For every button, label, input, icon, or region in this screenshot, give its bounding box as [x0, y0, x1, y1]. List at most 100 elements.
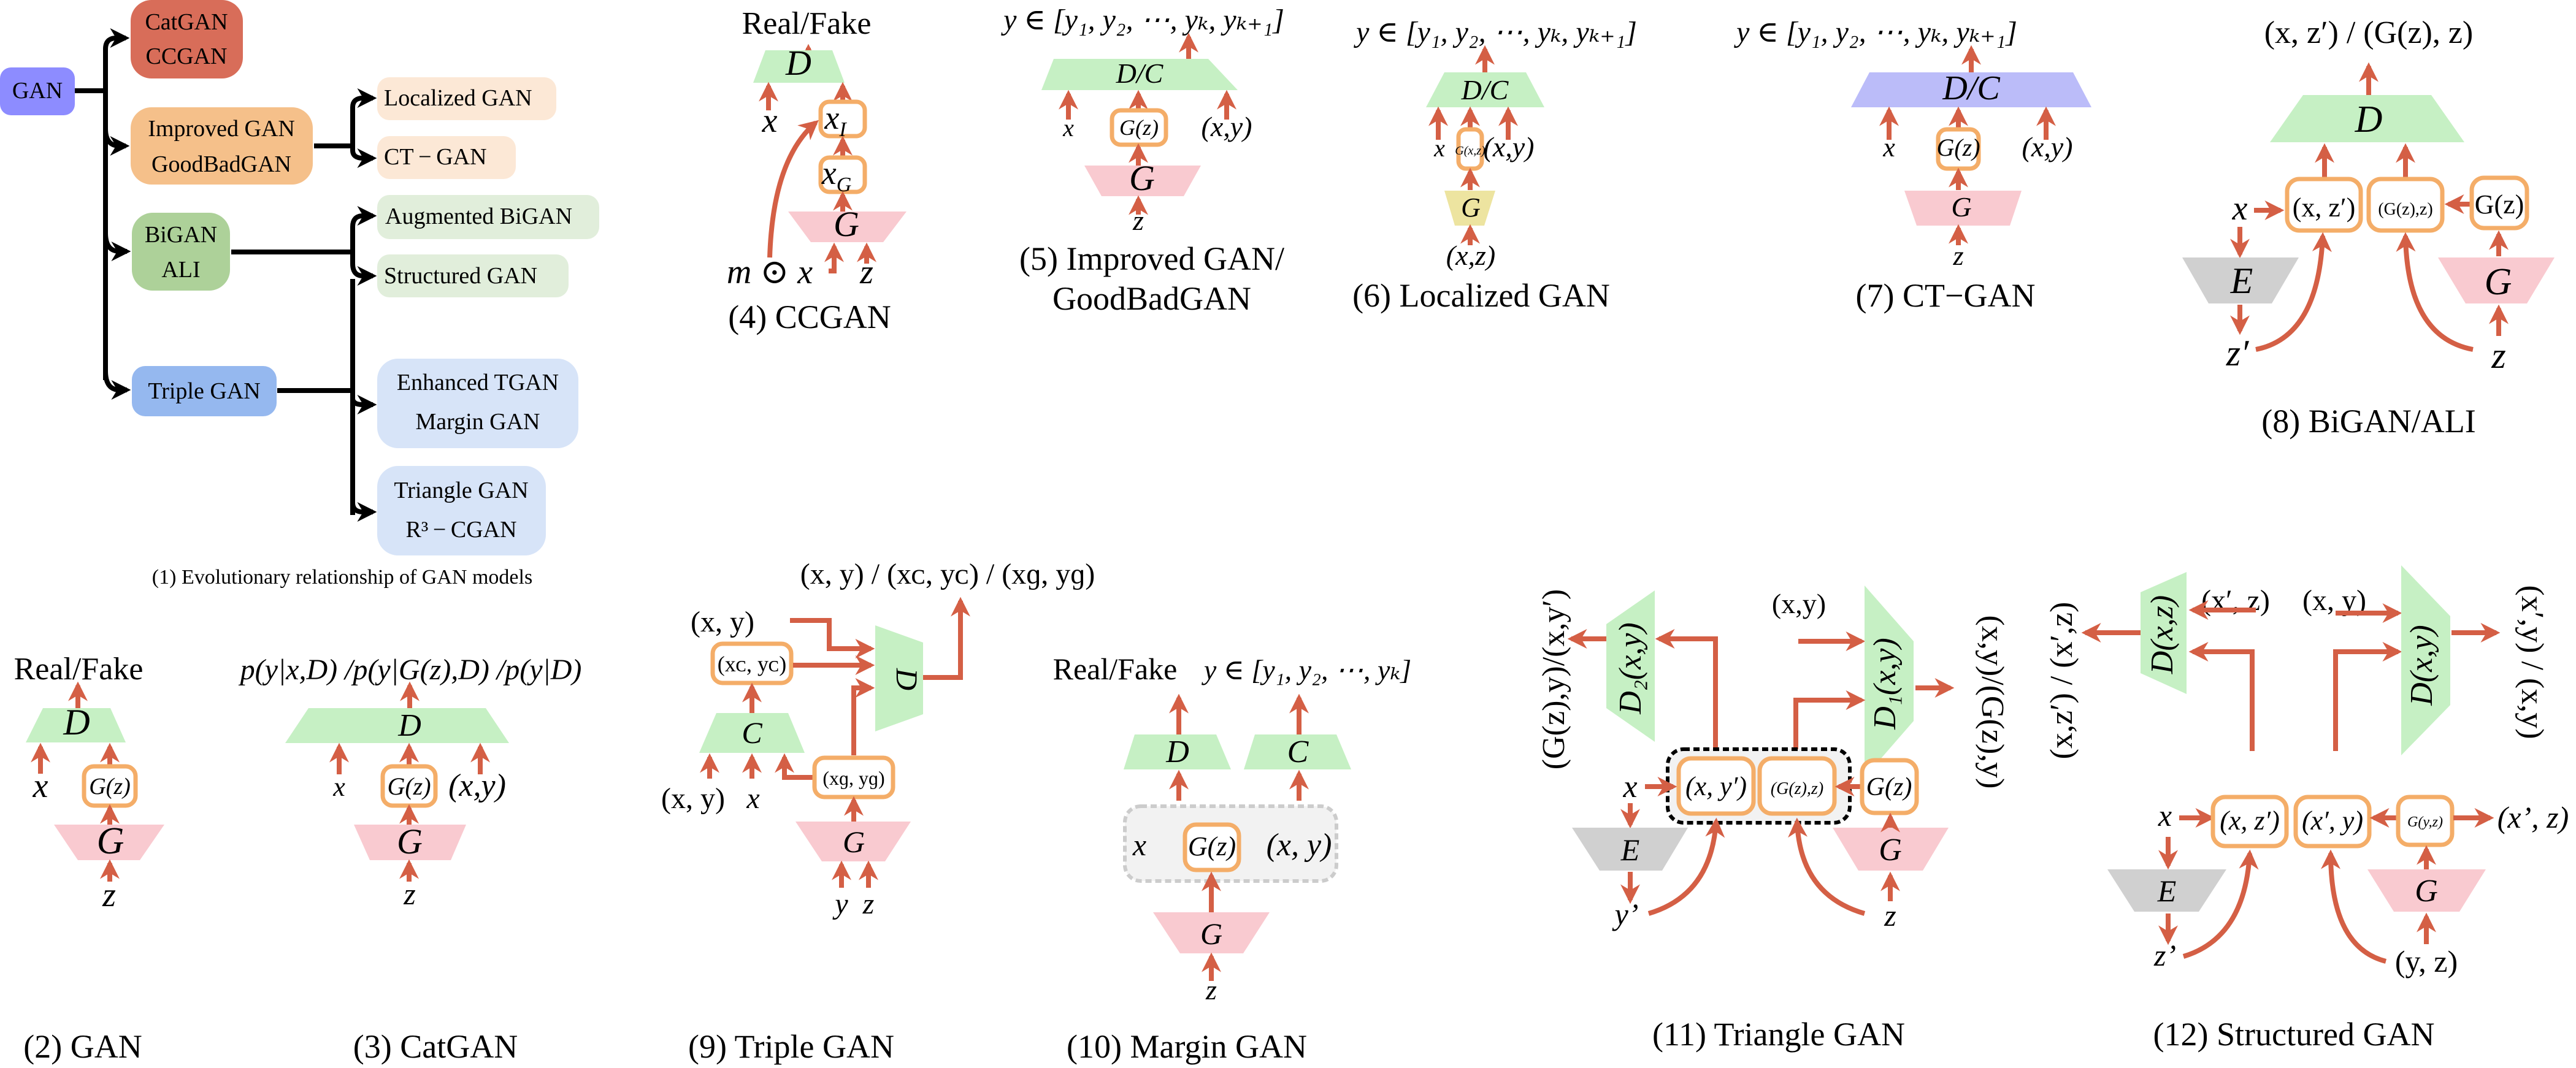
discriminator-label: D — [785, 43, 811, 83]
skip-arrow — [767, 120, 819, 258]
encoder-block — [2107, 869, 2226, 912]
input-x: x — [1882, 132, 1895, 162]
panel-caption: (9) Triple GAN — [688, 1028, 894, 1065]
tree-connector — [350, 146, 377, 168]
labeled-input: (x,y) — [1484, 131, 1535, 162]
discriminator-1-label: D₁(x,y) — [1868, 638, 1903, 730]
panel-gan: Real/Fake D x G(z) G z (2) GAN — [14, 652, 164, 1065]
tree-node-label: Improved GAN — [148, 116, 295, 142]
panel-caption: (10) Margin GAN — [1067, 1028, 1307, 1065]
input-x: x — [332, 772, 345, 802]
panel-bigan-ali: (x, z′) / (G(z), z) D x (x, z′) (G(z),z)… — [2182, 15, 2555, 440]
tree-node-triangle-gan[interactable]: Triangle GAN R³ − CGAN — [377, 466, 546, 555]
arrow — [2333, 642, 2402, 751]
output-label: Real/Fake — [14, 652, 144, 687]
tree-node-augmented-bigan[interactable]: Augmented BiGAN — [377, 195, 599, 239]
generator-block — [1904, 191, 2022, 226]
tree-connector — [350, 206, 377, 252]
generated-sample-label: G(z) — [2475, 189, 2524, 219]
tree-node-label: Enhanced TGAN — [397, 370, 559, 395]
classifier-label: C — [1287, 734, 1309, 769]
output-label: y ∈ [y₁, y₂, ⋯, yₖ] — [1202, 654, 1411, 685]
generator-block — [1153, 912, 1270, 953]
output-box-gz — [1183, 822, 1241, 872]
input-xz: (x,z) — [1446, 240, 1495, 271]
tree-connector — [103, 91, 131, 400]
generator-label: G — [2485, 261, 2512, 303]
encoder-label: E — [2157, 874, 2177, 908]
panel-caption: (8) BiGAN/ALI — [2261, 403, 2475, 440]
output-box-gzz — [1757, 756, 1837, 816]
panel-triangle-gan: (G(z),y)/(x,y′) D₂(x,y) (x,y) D₁(x,y) (x… — [1536, 585, 2010, 1053]
panel-structured-gan: (x,z′) / (x′,z) D(x,z) (x′, z) (x, y) D(… — [2044, 565, 2569, 1053]
input-z: z — [859, 253, 873, 291]
input-x: x — [1132, 828, 1146, 862]
panel-caption: (2) GAN — [23, 1028, 142, 1065]
tree-node-bigan[interactable]: BiGAN ALI — [132, 213, 230, 291]
labeled-input: (x, y) — [691, 606, 754, 638]
generator-block — [2438, 257, 2555, 303]
input-x: x — [2158, 798, 2172, 833]
generator-block — [1084, 166, 1201, 196]
input-x: x — [33, 767, 48, 805]
labeled-input: (x,y) — [2022, 131, 2073, 162]
discriminator-block — [1041, 59, 1238, 90]
generated-sample-label: G(z) — [1119, 115, 1159, 140]
discriminator-1-block — [1865, 585, 1914, 777]
evolution-tree: GAN CatGAN CCGAN Improved GAN GoodBadGAN… — [0, 0, 599, 589]
discriminator-label: D — [1165, 734, 1189, 769]
generator-block — [788, 212, 907, 242]
tree-node-gan[interactable]: GAN — [0, 67, 75, 115]
panel-caption: (5) Improved GAN/ — [1019, 240, 1284, 277]
tree-node-localized-gan[interactable]: Localized GAN — [377, 77, 556, 120]
panel-caption: (11) Triangle GAN — [1652, 1016, 1905, 1053]
generator-block — [795, 822, 911, 861]
fake-pair-label: (G(z),z) — [2378, 200, 2432, 219]
generator-label: G — [1200, 917, 1222, 951]
tree-node-triple-gan[interactable]: Triple GAN — [132, 366, 277, 416]
tree-node-improved-gan[interactable]: Improved GAN GoodBadGAN — [131, 107, 313, 185]
tree-node-enhanced-tgan[interactable]: Enhanced TGAN Margin GAN — [377, 359, 578, 448]
tree-node-label: GAN — [12, 78, 63, 104]
output-label: y ∈ [y₁, y₂, ⋯, yₖ, yₖ₊₁] — [1000, 4, 1284, 36]
arrow — [775, 753, 816, 780]
output-box-xzp — [2210, 795, 2289, 849]
xi-label: xI — [824, 99, 847, 141]
tree-node-label: Augmented BiGAN — [385, 204, 572, 229]
output-label: Real/Fake — [1053, 652, 1178, 686]
conditional-input: (y, z) — [2395, 944, 2458, 978]
arrow — [2255, 232, 2332, 352]
discriminator-label: D/C — [1942, 69, 2000, 107]
generator-block — [54, 825, 164, 860]
discriminator-xz-label: D(x,z) — [2145, 595, 2180, 675]
tree-node-ct-gan[interactable]: CT − GAN — [377, 136, 516, 179]
input-z: z — [403, 877, 415, 911]
discriminator-block — [1851, 72, 2091, 107]
output-box-gz — [2469, 175, 2529, 231]
arrow — [2188, 642, 2255, 751]
masked-input-label: m ⊙ x — [727, 253, 813, 291]
output-label: (x,y)/(G(z),y) — [1975, 616, 2010, 789]
arrow — [1647, 817, 1725, 916]
output-box-xpy — [2293, 795, 2372, 849]
arrow — [2396, 232, 2474, 352]
tree-node-catgan[interactable]: CatGAN CCGAN — [131, 0, 243, 78]
tree-node-label: R³ − CGAN — [405, 517, 516, 543]
panel-catgan: p(y|x,D) /p(y|G(z),D) /p(y|D) D x G(z) (… — [239, 654, 582, 1065]
discriminator-label: D — [397, 708, 421, 743]
generated-sample-label: G(z) — [387, 772, 431, 800]
arrow — [2182, 849, 2259, 959]
discriminator-label: D — [2355, 99, 2383, 140]
tree-node-label: CT − GAN — [384, 144, 487, 170]
arrow — [1655, 629, 1718, 749]
arrow — [1788, 817, 1866, 916]
encoder-label: E — [2230, 261, 2253, 301]
output-box-gzz — [2366, 177, 2445, 233]
labeled-input: (x,y) — [1772, 588, 1826, 619]
input-x: x — [1062, 114, 1074, 142]
tree-node-structured-gan[interactable]: Structured GAN — [377, 254, 569, 297]
labeled-input: (x, y) — [661, 782, 725, 815]
encoder-block — [1572, 828, 1688, 871]
discriminator-xy-block — [2401, 565, 2450, 755]
generator-block — [2367, 869, 2486, 912]
